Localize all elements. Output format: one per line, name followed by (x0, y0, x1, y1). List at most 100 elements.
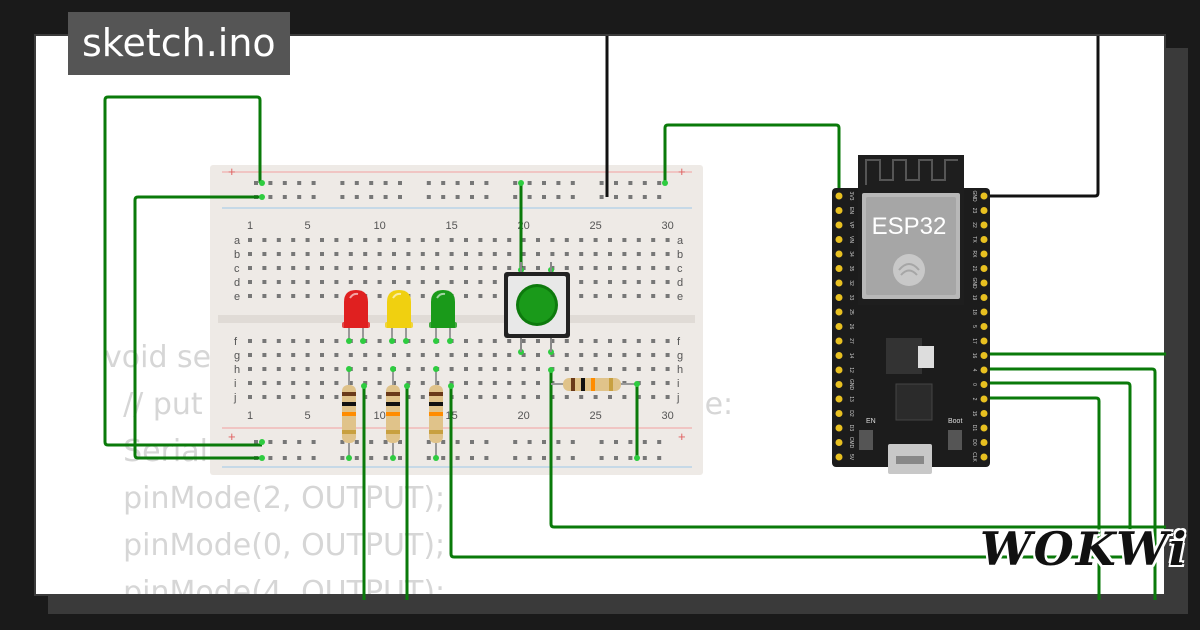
rail-hole (426, 195, 431, 199)
pin-label: TX (971, 236, 977, 243)
esp32-label: ESP32 (872, 213, 947, 240)
green-led (429, 290, 457, 344)
pin-label: RX (971, 251, 977, 259)
breadboard-hole (564, 339, 569, 343)
rail-hole (556, 195, 561, 199)
breadboard-hole (334, 339, 339, 343)
yellow-led (385, 290, 413, 344)
breadboard-hole (651, 353, 656, 357)
breadboard-hole (406, 238, 411, 242)
pin-label: D3 (848, 425, 854, 432)
breadboard-hole (464, 381, 468, 385)
push-button[interactable] (504, 262, 570, 352)
breadboard-hole (593, 294, 598, 298)
breadboard-hole (579, 395, 584, 399)
rail-hole (455, 181, 460, 185)
breadboard-hole (665, 280, 670, 284)
esp32-pin (980, 250, 988, 258)
breadboard-hole (492, 252, 497, 256)
breadboard-hole (651, 280, 656, 284)
breadboard-hole (449, 238, 454, 242)
code-line: pinMode(0, OUTPUT); (104, 528, 446, 563)
rail-hole (311, 440, 316, 444)
black-wires (605, 36, 1100, 198)
rail-hole (628, 440, 633, 444)
breadboard-hole (305, 395, 310, 399)
breadboard-hole (449, 367, 454, 371)
breadboard-hole (363, 280, 368, 284)
breadboard-hole (593, 280, 598, 284)
breadboard-hole (464, 339, 468, 343)
rail-hole (527, 181, 532, 185)
breadboard-hole (305, 294, 310, 298)
breadboard-hole (248, 367, 252, 371)
pin-label: VN (848, 236, 854, 243)
row-letter: g (677, 350, 683, 362)
rail-hole (383, 195, 388, 199)
rail-hole (628, 181, 633, 185)
rail-hole (614, 440, 618, 444)
breadboard-hole (449, 266, 454, 270)
breadboard-hole (334, 266, 339, 270)
row-letter: h (234, 364, 240, 376)
rail-hole (599, 456, 604, 460)
rail-hole (268, 456, 273, 460)
rail-hole (513, 195, 518, 199)
rail-hole (398, 195, 402, 199)
esp32-pin (980, 308, 988, 316)
breadboard-hole (622, 339, 627, 343)
rail-hole (513, 456, 518, 460)
breadboard-hole (248, 381, 252, 385)
rail-hole (383, 181, 388, 185)
connection-point (448, 383, 454, 389)
rail-hole (484, 195, 489, 199)
breadboard-hole (593, 252, 598, 256)
breadboard-hole (608, 294, 612, 298)
rail-hole (282, 456, 287, 460)
wokwi-logo: WOKWi (980, 522, 1189, 576)
rail-hole (297, 195, 302, 199)
resistor (342, 366, 356, 461)
esp32-pin (835, 352, 843, 359)
breadboard-hole (291, 294, 296, 298)
rail-hole (570, 456, 575, 460)
row-letter: g (234, 350, 240, 362)
breadboard-hole (608, 252, 612, 256)
wire-rail-left-top (103, 95, 262, 447)
breadboard-hole (262, 353, 267, 357)
breadboard-hole (651, 238, 656, 242)
breadboard-hole (377, 266, 382, 270)
leds (342, 290, 457, 344)
wire-rail-to-esp-3v3 (663, 123, 841, 196)
breadboard-hole (608, 339, 612, 343)
rail-hole (513, 181, 518, 185)
row-letter: c (677, 263, 683, 275)
breadboard-hole (377, 367, 382, 371)
rail-hole (484, 181, 489, 185)
breadboard-hole (248, 266, 252, 270)
breadboard-hole (651, 339, 656, 343)
resistor (429, 366, 443, 461)
boot-button[interactable] (948, 430, 962, 450)
esp32-pin (835, 337, 843, 345)
breadboard-hole (593, 395, 598, 399)
breadboard-hole (449, 353, 454, 357)
breadboard-hole (593, 238, 598, 242)
breadboard-hole (636, 252, 641, 256)
breadboard-hole (564, 252, 569, 256)
breadboard-hole (478, 353, 483, 357)
breadboard-hole (492, 238, 497, 242)
breadboard-hole (320, 252, 324, 256)
esp32-pin (835, 366, 843, 374)
en-button[interactable] (859, 430, 873, 450)
breadboard-hole (564, 266, 569, 270)
breadboard-hole (478, 395, 483, 399)
breadboard-hole (334, 367, 339, 371)
breadboard-hole (622, 353, 627, 357)
pin-label: 14 (848, 353, 854, 359)
rail-hole (311, 456, 316, 460)
breadboard-hole (420, 367, 425, 371)
column-number: 20 (517, 220, 529, 232)
breadboard-hole (665, 395, 670, 399)
row-letter: a (677, 235, 684, 247)
